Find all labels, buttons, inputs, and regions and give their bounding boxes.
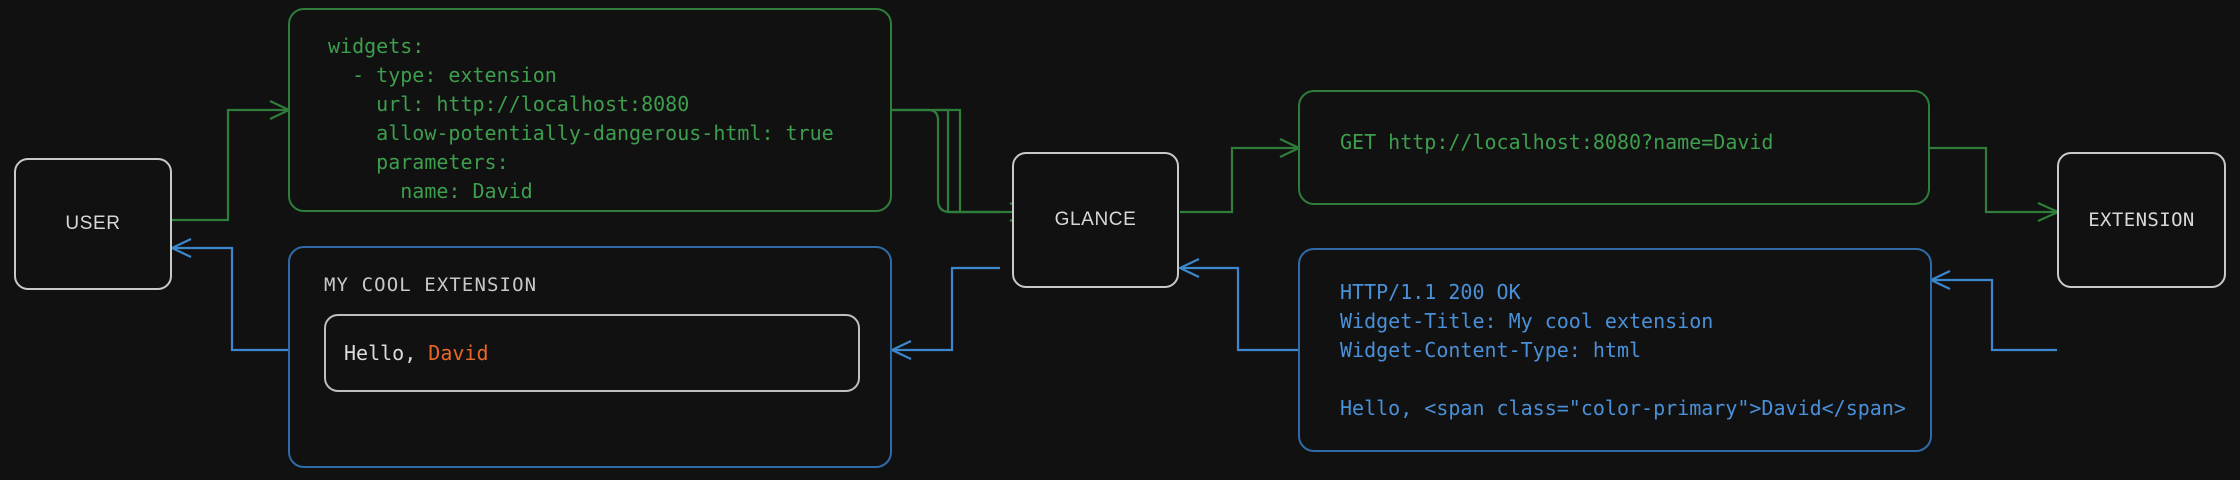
connector-extension-to-response xyxy=(1932,278,2057,352)
node-glance-label: GLANCE xyxy=(1054,209,1137,230)
connector-user-to-config xyxy=(172,108,288,222)
connector-config-to-glance xyxy=(892,108,1000,214)
arrowhead-response-to-glance xyxy=(1177,258,1200,278)
connector-request-to-extension xyxy=(1930,146,2057,214)
connector-response-to-glance xyxy=(1181,266,1298,352)
node-extension-label: EXTENSION xyxy=(2088,209,2195,231)
panel-http-response: HTTP/1.1 200 OK Widget-Title: My cool ex… xyxy=(1298,248,1932,452)
node-user[interactable]: USER xyxy=(14,158,172,290)
rendered-widget-title: MY COOL EXTENSION xyxy=(324,274,538,296)
http-request-text: GET http://localhost:8080?name=David xyxy=(1340,130,1774,154)
http-response-text: HTTP/1.1 200 OK Widget-Title: My cool ex… xyxy=(1340,280,1906,420)
connector-glance-to-request xyxy=(1180,146,1298,214)
yaml-config-text: widgets: - type: extension url: http://l… xyxy=(328,34,834,203)
connector-config-to-glance-b xyxy=(892,108,1029,214)
arrowhead-user-to-config xyxy=(269,100,292,120)
panel-rendered-widget: MY COOL EXTENSION Hello, David xyxy=(288,246,892,468)
connector-widget-to-user xyxy=(173,246,288,352)
node-user-label: USER xyxy=(65,213,121,234)
arrowhead-extension-to-response xyxy=(1928,270,1951,290)
panel-yaml-config: widgets: - type: extension url: http://l… xyxy=(288,8,892,212)
node-extension[interactable]: EXTENSION xyxy=(2057,152,2226,288)
arrowhead-glance-to-request xyxy=(1279,138,1302,158)
arrowhead-request-to-extension xyxy=(2037,201,2061,223)
rendered-widget-content: Hello, David xyxy=(324,314,860,392)
widget-greeting-name: David xyxy=(428,341,489,365)
node-glance[interactable]: GLANCE xyxy=(1012,152,1179,288)
widget-greeting-prefix: Hello, xyxy=(344,341,429,365)
connector-glance-to-widget xyxy=(893,266,1000,352)
arrowhead-widget-to-user xyxy=(169,238,192,258)
panel-http-request: GET http://localhost:8080?name=David xyxy=(1298,90,1930,205)
arrowhead-glance-to-widget xyxy=(889,340,912,360)
